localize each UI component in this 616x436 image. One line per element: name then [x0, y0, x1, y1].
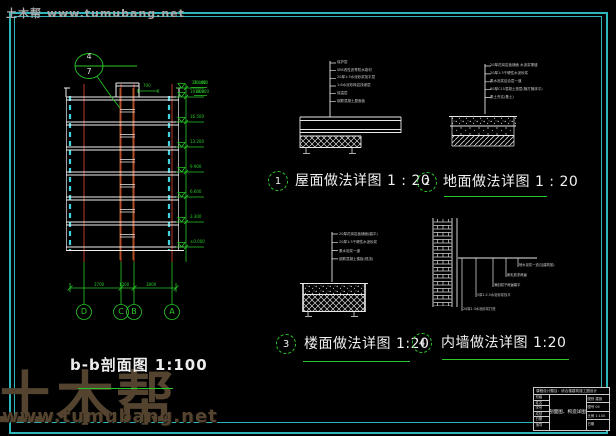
detail-ground-graphic — [449, 64, 517, 147]
title-block-row-label: 学号 — [534, 406, 549, 412]
drawing-frame-inner — [14, 16, 602, 423]
layer-note: 保温层 — [337, 90, 348, 95]
dimension-text: 20.400 — [192, 80, 206, 85]
floor-layer-notes: 20厚花岗岩板铺面(磨平) 20厚1:3干硬性水泥砂浆素水泥浆一道钢筋混凝土楼板(… — [339, 230, 378, 263]
section-detail-callout — [74, 53, 137, 109]
title-block-left-column: 班级姓名学号成绩日期指导 — [534, 395, 550, 430]
ground-layer-notes: 20厚花岗岩板铺面 水泥浆擦缝 20厚1:3干硬性水泥砂浆素水泥浆结合层一道 80厚… — [490, 62, 543, 102]
layer-note: 钢筋混凝土屋面板 — [337, 98, 365, 103]
title-block-row-label: 日期 — [534, 417, 549, 423]
level-label: 13.200 — [190, 139, 204, 144]
level-label: 16.500 — [190, 114, 204, 119]
detail-2-underline — [444, 196, 547, 197]
layer-note: 20厚1:3干硬性水泥砂浆 — [339, 240, 378, 245]
detail-2-bubble: 2 — [417, 172, 437, 192]
grid-bubble-letter: A — [169, 307, 175, 316]
detail-3-bubble: 3 — [276, 334, 296, 354]
title-block-info-row: 比例 1:100 — [586, 412, 609, 421]
layer-note: 钢筋混凝土楼板(现浇) — [339, 256, 374, 261]
detail-3-underline — [303, 361, 410, 362]
layer-note: 满刮腻子两遍磨平 — [494, 283, 521, 287]
detail-wall-graphic — [432, 218, 537, 311]
level-label: ±0.000 — [190, 239, 205, 244]
title-block-info-row: 图别 建施 — [586, 395, 609, 404]
layer-note: 20厚1:3水泥砂浆打底 — [463, 307, 496, 311]
level-label: 6.600 — [190, 189, 202, 194]
level-label: 9.900 — [190, 164, 202, 169]
dimension-text: 1300 — [119, 282, 130, 287]
detail-1-title: 屋面做法详图 1 : 20 — [295, 173, 431, 189]
dimension-text: 3800 — [146, 282, 157, 287]
grid-bubble-letter: B — [131, 307, 137, 316]
title-block-row-label: 成绩 — [534, 412, 549, 418]
drawing-frame-outer — [9, 12, 608, 434]
section-floor-slabs — [64, 82, 184, 251]
layer-note: 5厚1:2.5水泥砂浆找平 — [477, 293, 511, 297]
section-title: b-b剖面图 1:100 — [70, 356, 208, 374]
watermark-top: 土木帮 www.tumubang.net — [6, 7, 185, 20]
layer-note: 20厚1:3水泥砂浆找平层 — [337, 75, 376, 80]
section-level-markers — [137, 83, 207, 262]
layer-note: 喷水泥浆一道(加建筑胶) — [519, 263, 555, 267]
layer-note: 保护层 — [337, 60, 348, 64]
detail-4-bubble: 4 — [412, 333, 432, 353]
detail-floor-graphic — [300, 232, 368, 317]
title-block: 课程设计题目：综合楼建筑施工图设计 班级姓名学号成绩日期指导 剖面图、构造详图 … — [533, 387, 610, 431]
grid-bubble-letter: D — [80, 307, 88, 316]
layer-note: 20厚花岗岩板铺面 水泥浆擦缝 — [490, 63, 538, 67]
layer-note: SBS改性沥青防水卷材 — [337, 67, 372, 72]
title-block-drawing-name: 剖面图、构造详图 — [549, 395, 587, 430]
layer-note: 20厚花岗岩板铺面(磨平) — [339, 232, 378, 236]
detail-roof-graphic — [299, 61, 402, 154]
roof-layer-notes: 保护层 SBS改性沥青防水卷材 20厚1:3水泥砂浆找平层 1:8水泥珍珠岩找坡层保温… — [337, 59, 375, 105]
title-block-info-row: 图号 05 — [586, 403, 609, 412]
callout-number-bottom: 7 — [86, 67, 92, 76]
layer-note: 素土夯实(基土) — [490, 94, 514, 99]
section-title-underline — [78, 388, 173, 389]
title-block-info-row: 日期 — [587, 422, 595, 427]
detail-1-bubble: 1 — [268, 171, 288, 191]
layer-note: 素水泥浆一道 — [339, 248, 360, 253]
title-block-project: 课程设计题目：综合楼建筑施工图设计 — [534, 388, 609, 395]
dimension-text: 3700 — [94, 282, 105, 287]
title-block-row-label: 班级 — [534, 395, 549, 401]
detail-4-underline — [442, 359, 569, 360]
roof-dimension-text: 700 — [143, 83, 151, 88]
level-label: 19.800 — [190, 89, 204, 94]
title-block-row-label: 指导 — [535, 422, 543, 427]
section-grid-lines — [66, 84, 179, 262]
section-bottom-dimension — [67, 262, 180, 320]
level-label: 3.300 — [190, 214, 202, 219]
watermark-site: www.tumubang.net — [2, 406, 218, 427]
detail-2-title: 地面做法详图 1 : 20 — [443, 174, 579, 190]
dimension-text: 19.800 — [195, 89, 209, 94]
title-block-row-label: 姓名 — [534, 401, 549, 407]
callout-number-top: 4 — [86, 52, 92, 61]
detail-4-title: 内墙做法详图 1:20 — [441, 335, 567, 351]
level-label: 20.400 — [194, 80, 208, 85]
grid-bubble-letter: C — [118, 307, 124, 316]
layer-note: 20厚1:3干硬性水泥砂浆 — [490, 70, 529, 75]
layer-note: 素水泥浆结合层一道 — [490, 78, 522, 83]
layer-note: 1:8水泥珍珠岩找坡层 — [337, 83, 371, 88]
layer-note: 刷乳胶漆两遍 — [507, 273, 527, 277]
detail-3-title: 楼面做法详图 1:20 — [304, 336, 430, 352]
watermark-logo: 土木帮 — [0, 365, 177, 433]
layer-note: 80厚C15混凝土垫层(随打随抹平) — [490, 86, 543, 91]
